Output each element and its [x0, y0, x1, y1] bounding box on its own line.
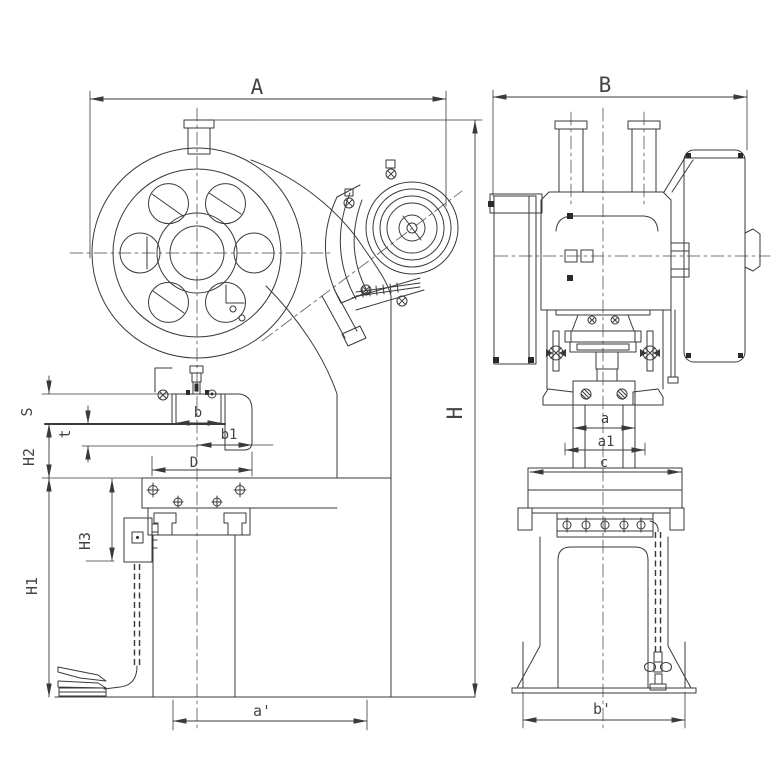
- foot-pedal-assembly: [57, 517, 158, 697]
- head-block: [540, 191, 672, 311]
- front-centerlines: [69, 107, 463, 731]
- label-D: D: [190, 455, 198, 471]
- motor-assembly: [321, 159, 459, 347]
- table-bolt-icon: [146, 482, 160, 498]
- side-centerlines: [494, 107, 771, 733]
- die-area: [542, 380, 664, 469]
- dim-b: b: [175, 405, 222, 426]
- flywheel: [91, 147, 303, 359]
- bolster-bolt-icon: [600, 517, 610, 533]
- belt-tension-rod: [351, 277, 425, 311]
- motor-mount-arm: [321, 288, 367, 347]
- label-b: b: [194, 405, 202, 421]
- bolster-bolt-icon: [581, 517, 591, 533]
- dim-a-prime: a': [172, 699, 368, 731]
- label-H2: H2: [20, 448, 38, 466]
- dim-a1: a1: [564, 434, 646, 456]
- bolster-bolt-icon: [636, 517, 646, 533]
- side-bolster: [517, 467, 685, 538]
- table-assembly: [141, 477, 392, 536]
- slide-assembly: [546, 309, 679, 390]
- label-b1: b1: [221, 427, 238, 443]
- chain-turnbuckle: [644, 520, 672, 691]
- frame-silhouette: [152, 159, 392, 698]
- dim-A: A: [89, 75, 447, 259]
- dim-b1: b1: [197, 427, 274, 448]
- top-pipe: [183, 119, 215, 155]
- dim-H: H: [213, 119, 483, 698]
- motor-bolt-icon: [343, 188, 355, 209]
- label-a-prime: a': [253, 702, 271, 720]
- label-A: A: [251, 75, 264, 99]
- label-B: B: [599, 73, 612, 97]
- dim-D: D: [151, 451, 253, 477]
- flywheel-guard: [663, 149, 761, 363]
- side-view: B: [488, 73, 771, 733]
- front-view: A H a' b b1 D: [18, 75, 483, 731]
- dim-left-stack: S t H2 H3 H1: [18, 375, 226, 698]
- bolster-bolt-icon: [562, 517, 572, 533]
- label-H1: H1: [23, 577, 41, 595]
- dim-b-prime: b': [522, 691, 686, 729]
- table-bolt-icon: [211, 495, 223, 509]
- motor-bolt-icon: [385, 159, 397, 180]
- table-bolt-icon: [233, 482, 247, 498]
- table-bolt-icon: [172, 495, 184, 509]
- label-H: H: [443, 407, 467, 420]
- label-S: S: [18, 407, 36, 416]
- ram-assembly: [154, 365, 253, 451]
- label-t: t: [56, 429, 74, 438]
- label-a: a: [601, 411, 609, 427]
- bolster-bolt-icon: [619, 517, 629, 533]
- dim-c: c: [529, 455, 682, 475]
- label-c: c: [600, 455, 608, 471]
- dim-a: a: [572, 411, 636, 431]
- label-b-prime: b': [593, 700, 611, 718]
- label-a1: a1: [598, 434, 615, 450]
- dim-B: B: [492, 73, 748, 197]
- pedal-plate: [57, 666, 107, 682]
- side-cover: [488, 193, 543, 365]
- side-column: [511, 536, 697, 694]
- label-H3: H3: [76, 532, 94, 550]
